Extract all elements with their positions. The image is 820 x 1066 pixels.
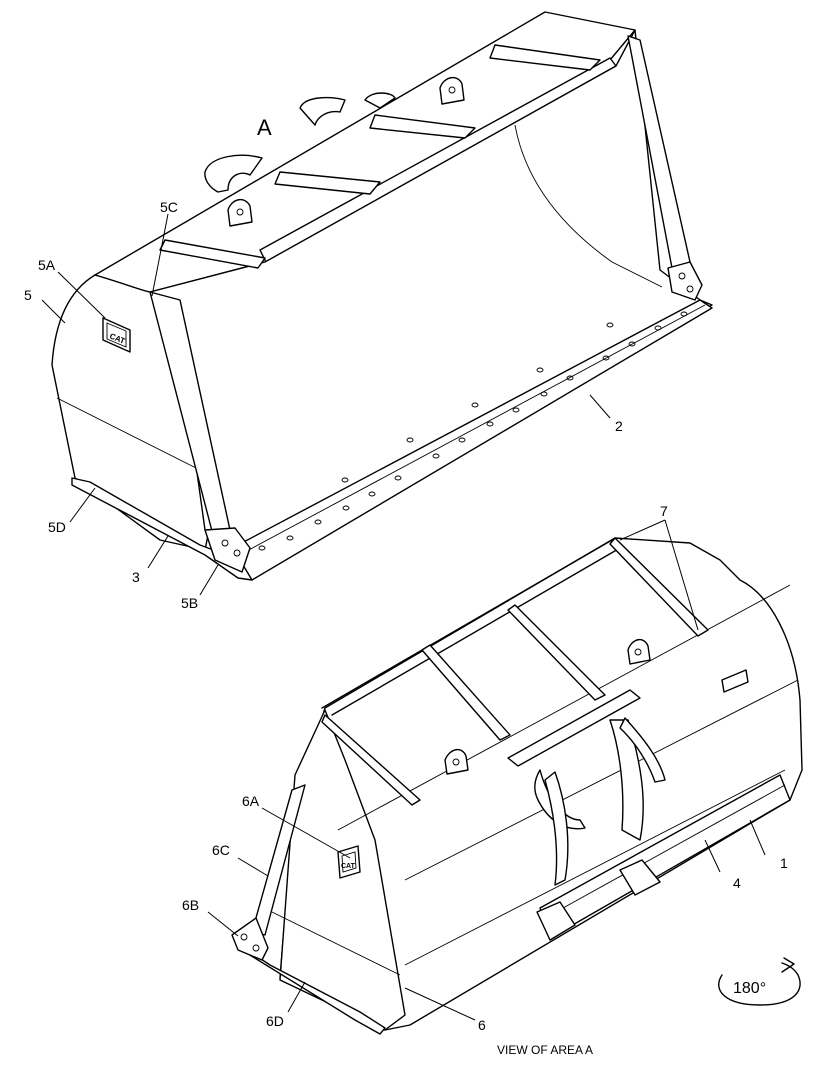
callout-5d: 5D	[48, 519, 66, 535]
svg-text:CAT: CAT	[341, 863, 356, 870]
callout-6a: 6A	[242, 793, 260, 809]
rotate-180-icon: 180°	[718, 957, 801, 1006]
callout-2: 2	[615, 418, 623, 434]
callout-5a: 5A	[38, 257, 56, 273]
callout-1: 1	[780, 855, 788, 871]
bottom-bucket: CAT	[231, 537, 803, 1035]
view-caption: VIEW OF AREA A	[497, 1043, 593, 1057]
callout-6d: 6D	[266, 1013, 284, 1029]
leader-lines	[41, 213, 766, 1021]
labels: A 5 5A 5C 5D 3 5B 2 7 1 4 6A 6C 6B 6D 6 …	[24, 115, 788, 1057]
callout-6: 6	[478, 1017, 486, 1033]
cutting-edge-bolt-holes	[258, 311, 688, 551]
rotation-label: 180°	[733, 980, 766, 997]
callout-5b: 5B	[181, 595, 198, 611]
top-bucket: CAT	[51, 11, 713, 581]
callout-4: 4	[733, 875, 741, 891]
callout-5c: 5C	[160, 199, 178, 215]
callout-5: 5	[24, 287, 32, 303]
callout-6c: 6C	[212, 842, 230, 858]
top-bucket-opening	[149, 29, 713, 571]
view-a-marker: A	[257, 115, 272, 140]
callout-6b: 6B	[182, 897, 199, 913]
bottom-cat-logo: CAT	[337, 845, 361, 879]
callout-7: 7	[660, 503, 668, 519]
callout-3: 3	[132, 569, 140, 585]
top-cat-logo: CAT	[102, 317, 131, 353]
top-corner-bracket	[204, 527, 251, 573]
top-wear-strip	[71, 477, 253, 581]
